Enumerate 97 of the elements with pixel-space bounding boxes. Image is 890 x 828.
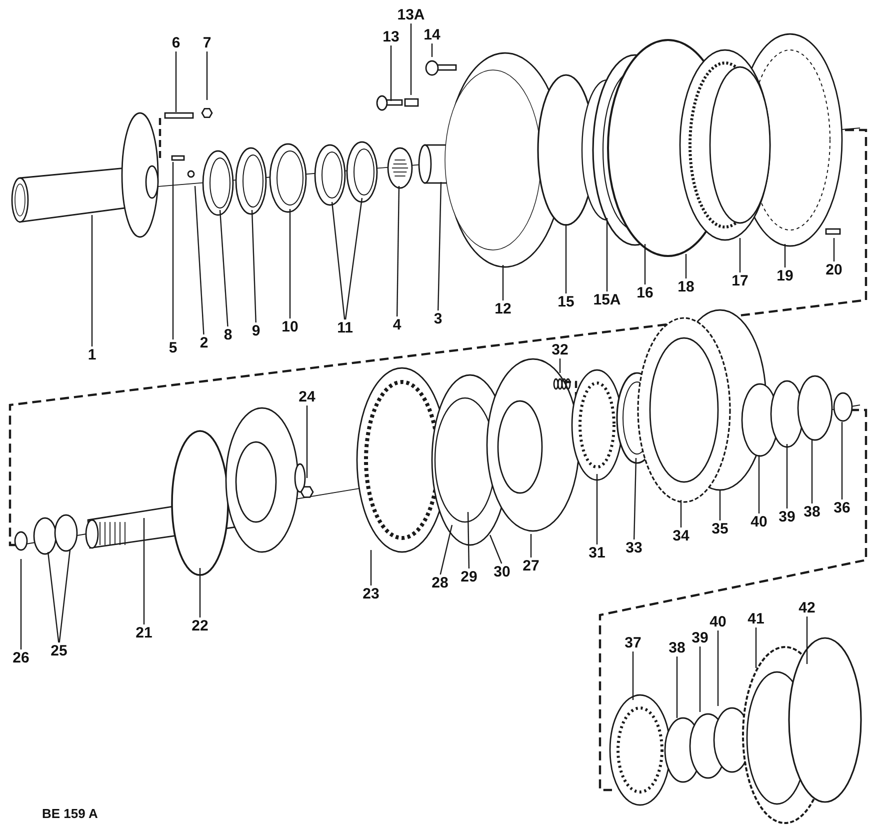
callout-number: 30 [492,564,512,580]
leader-line [396,186,400,316]
leader-line [438,182,442,311]
leader-line [565,224,567,294]
leader-line [306,406,308,478]
drawing-number: BE 159 A [42,806,98,821]
callout-number: 13 [382,28,400,46]
callout-number: 1 [86,346,98,364]
callout-number: 15 [556,294,576,310]
leader-line [370,550,372,586]
leader-line [143,518,145,624]
callout-number: 12 [494,300,512,318]
callout-number: 32 [550,342,570,358]
leader-line [489,534,502,564]
callout-number: 37 [624,634,642,652]
leader-line [530,534,532,558]
callout-number: 29 [460,568,478,586]
callout-number: 2 [198,334,210,352]
callout-number: 41 [746,610,766,628]
leader-line [91,215,93,346]
callout-number: 31 [588,544,606,562]
callout-number: 23 [362,586,380,602]
callout-number: 20 [824,262,844,278]
callout-number: 14 [422,26,442,44]
callout-number: 18 [676,278,696,296]
callout-number: 21 [134,624,154,642]
leader-line [172,162,174,340]
leader-line [632,652,634,700]
leader-line [194,186,204,335]
leader-line [289,209,291,318]
leader-line [596,474,598,544]
leader-line [559,358,561,373]
callout-number: 9 [250,322,262,340]
callout-number: 40 [750,514,768,530]
callout-number: 25 [50,642,68,660]
leader-line [719,490,721,520]
callout-number: 19 [776,268,794,284]
leader-line [833,238,835,262]
leader-line [644,244,646,284]
leader-line [755,628,757,668]
callout-number: 16 [636,284,654,302]
callout-number: 22 [190,618,210,634]
leader-line [633,458,637,540]
callout-number: 11 [336,320,354,336]
callout-number: 40 [708,614,728,630]
callout-number: 13A [396,6,426,24]
callout-number: 36 [832,500,852,516]
callout-number: 27 [522,558,540,574]
leader-line [390,46,392,101]
callout-number: 38 [668,640,686,656]
leader-line [47,552,60,643]
leader-line [175,52,177,112]
callout-number: 24 [298,388,316,406]
leader-line [699,646,701,712]
callout-number: 5 [168,340,178,356]
callout-number: 39 [690,630,710,646]
callout-number: 26 [12,650,30,666]
leader-line [680,500,682,528]
leader-line [841,422,843,500]
leader-line [717,630,719,706]
leader-line [502,265,504,300]
callout-number: 10 [280,318,300,336]
leader-line [786,444,788,508]
callout-number: 42 [798,600,816,616]
leader-line [251,210,256,323]
leader-line [784,244,786,268]
leader-line [440,524,453,575]
leader-line [758,455,760,514]
leader-line [206,52,208,100]
leader-line [410,24,412,95]
callout-number: 6 [170,34,182,52]
callout-number: 15A [592,292,622,308]
callout-number: 34 [672,528,690,544]
callout-number: 39 [778,508,796,526]
leader-line [811,440,813,504]
leader-line [676,656,678,718]
callout-number: 35 [710,520,730,538]
leader-line [467,512,470,569]
leader-line [606,218,608,292]
leader-line [344,198,363,320]
callout-number: 33 [624,540,644,556]
leader-line [685,254,687,278]
callout-number: 8 [222,326,234,344]
leader-line [739,238,741,272]
callout-number: 38 [802,504,822,520]
leader-line [219,210,228,327]
leader-line [199,568,201,618]
leader-line [431,44,433,57]
callout-number: 28 [430,574,450,592]
leader-line [331,202,346,320]
leader-line [20,559,22,650]
callout-number: 3 [432,310,444,328]
leader-line [58,550,71,643]
callout-number: 17 [730,272,750,290]
callout-number: 7 [202,34,212,52]
leader-line [806,616,808,664]
callout-number: 4 [392,316,402,334]
